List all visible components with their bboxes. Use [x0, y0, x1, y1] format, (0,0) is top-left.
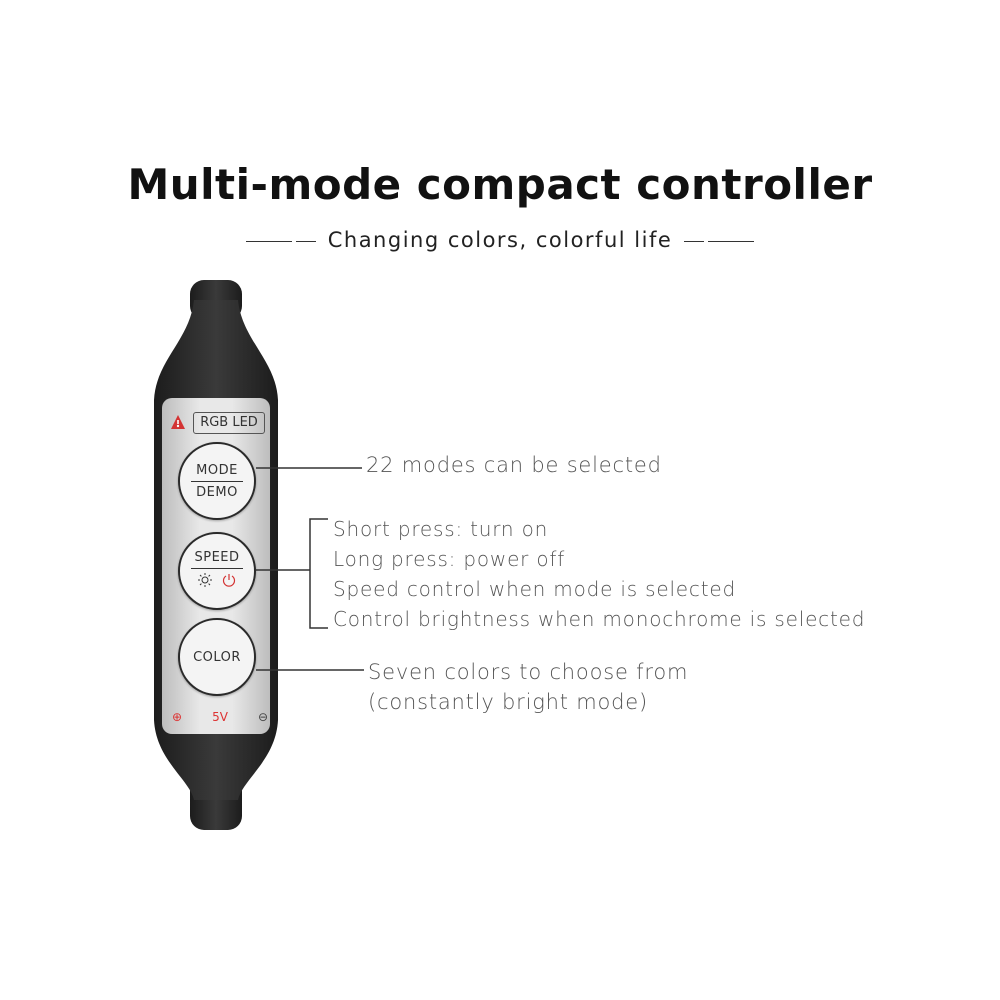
subtitle-dash-left [245, 240, 292, 242]
speed-button[interactable]: SPEED [178, 532, 256, 610]
speed-divider [191, 568, 243, 569]
color-button[interactable]: COLOR [178, 618, 256, 696]
mode-callout: 22 modes can be selected [366, 453, 662, 477]
mode-divider [191, 480, 243, 482]
minus-terminal-icon: ⊖ [257, 710, 268, 724]
mode-demo-button[interactable]: MODE DEMO [178, 442, 256, 520]
subtitle-text: Changing colors, colorful life [327, 228, 673, 252]
subtitle-dash-right-2 [708, 240, 755, 242]
sun-icon [197, 572, 213, 592]
speed-callout-line: Control brightness when monochrome is se… [333, 607, 866, 631]
speed-callout: Short press: turn on Long press: power o… [333, 514, 865, 634]
page-subtitle: Changing colors, colorful life [0, 228, 1000, 252]
color-callout: Seven colors to choose from (constantly … [368, 657, 688, 717]
speed-icons [197, 572, 237, 592]
subtitle-dash-left-2 [295, 240, 316, 242]
rgb-led-badge: RGB LED [193, 412, 265, 434]
page-title: Multi-mode compact controller [127, 160, 873, 209]
mode-label: MODE [196, 462, 238, 478]
speed-callout-line: Long press: power off [333, 547, 566, 571]
color-label: COLOR [193, 649, 241, 665]
speed-callout-line: Short press: turn on [333, 517, 549, 541]
color-callout-line: Seven colors to choose from [368, 660, 689, 684]
warning-triangle-icon [170, 414, 186, 430]
subtitle-dash-right [684, 240, 705, 242]
power-icon [221, 572, 237, 592]
voltage-label: 5V [212, 710, 228, 724]
speed-callout-line: Speed control when mode is selected [333, 577, 736, 601]
color-callout-line: (constantly bright mode) [368, 690, 648, 714]
demo-label: DEMO [196, 484, 238, 500]
plus-terminal-icon: ⊕ [172, 710, 183, 724]
terminal-labels: ⊕ 5V ⊖ [172, 708, 268, 726]
speed-label: SPEED [194, 550, 240, 565]
